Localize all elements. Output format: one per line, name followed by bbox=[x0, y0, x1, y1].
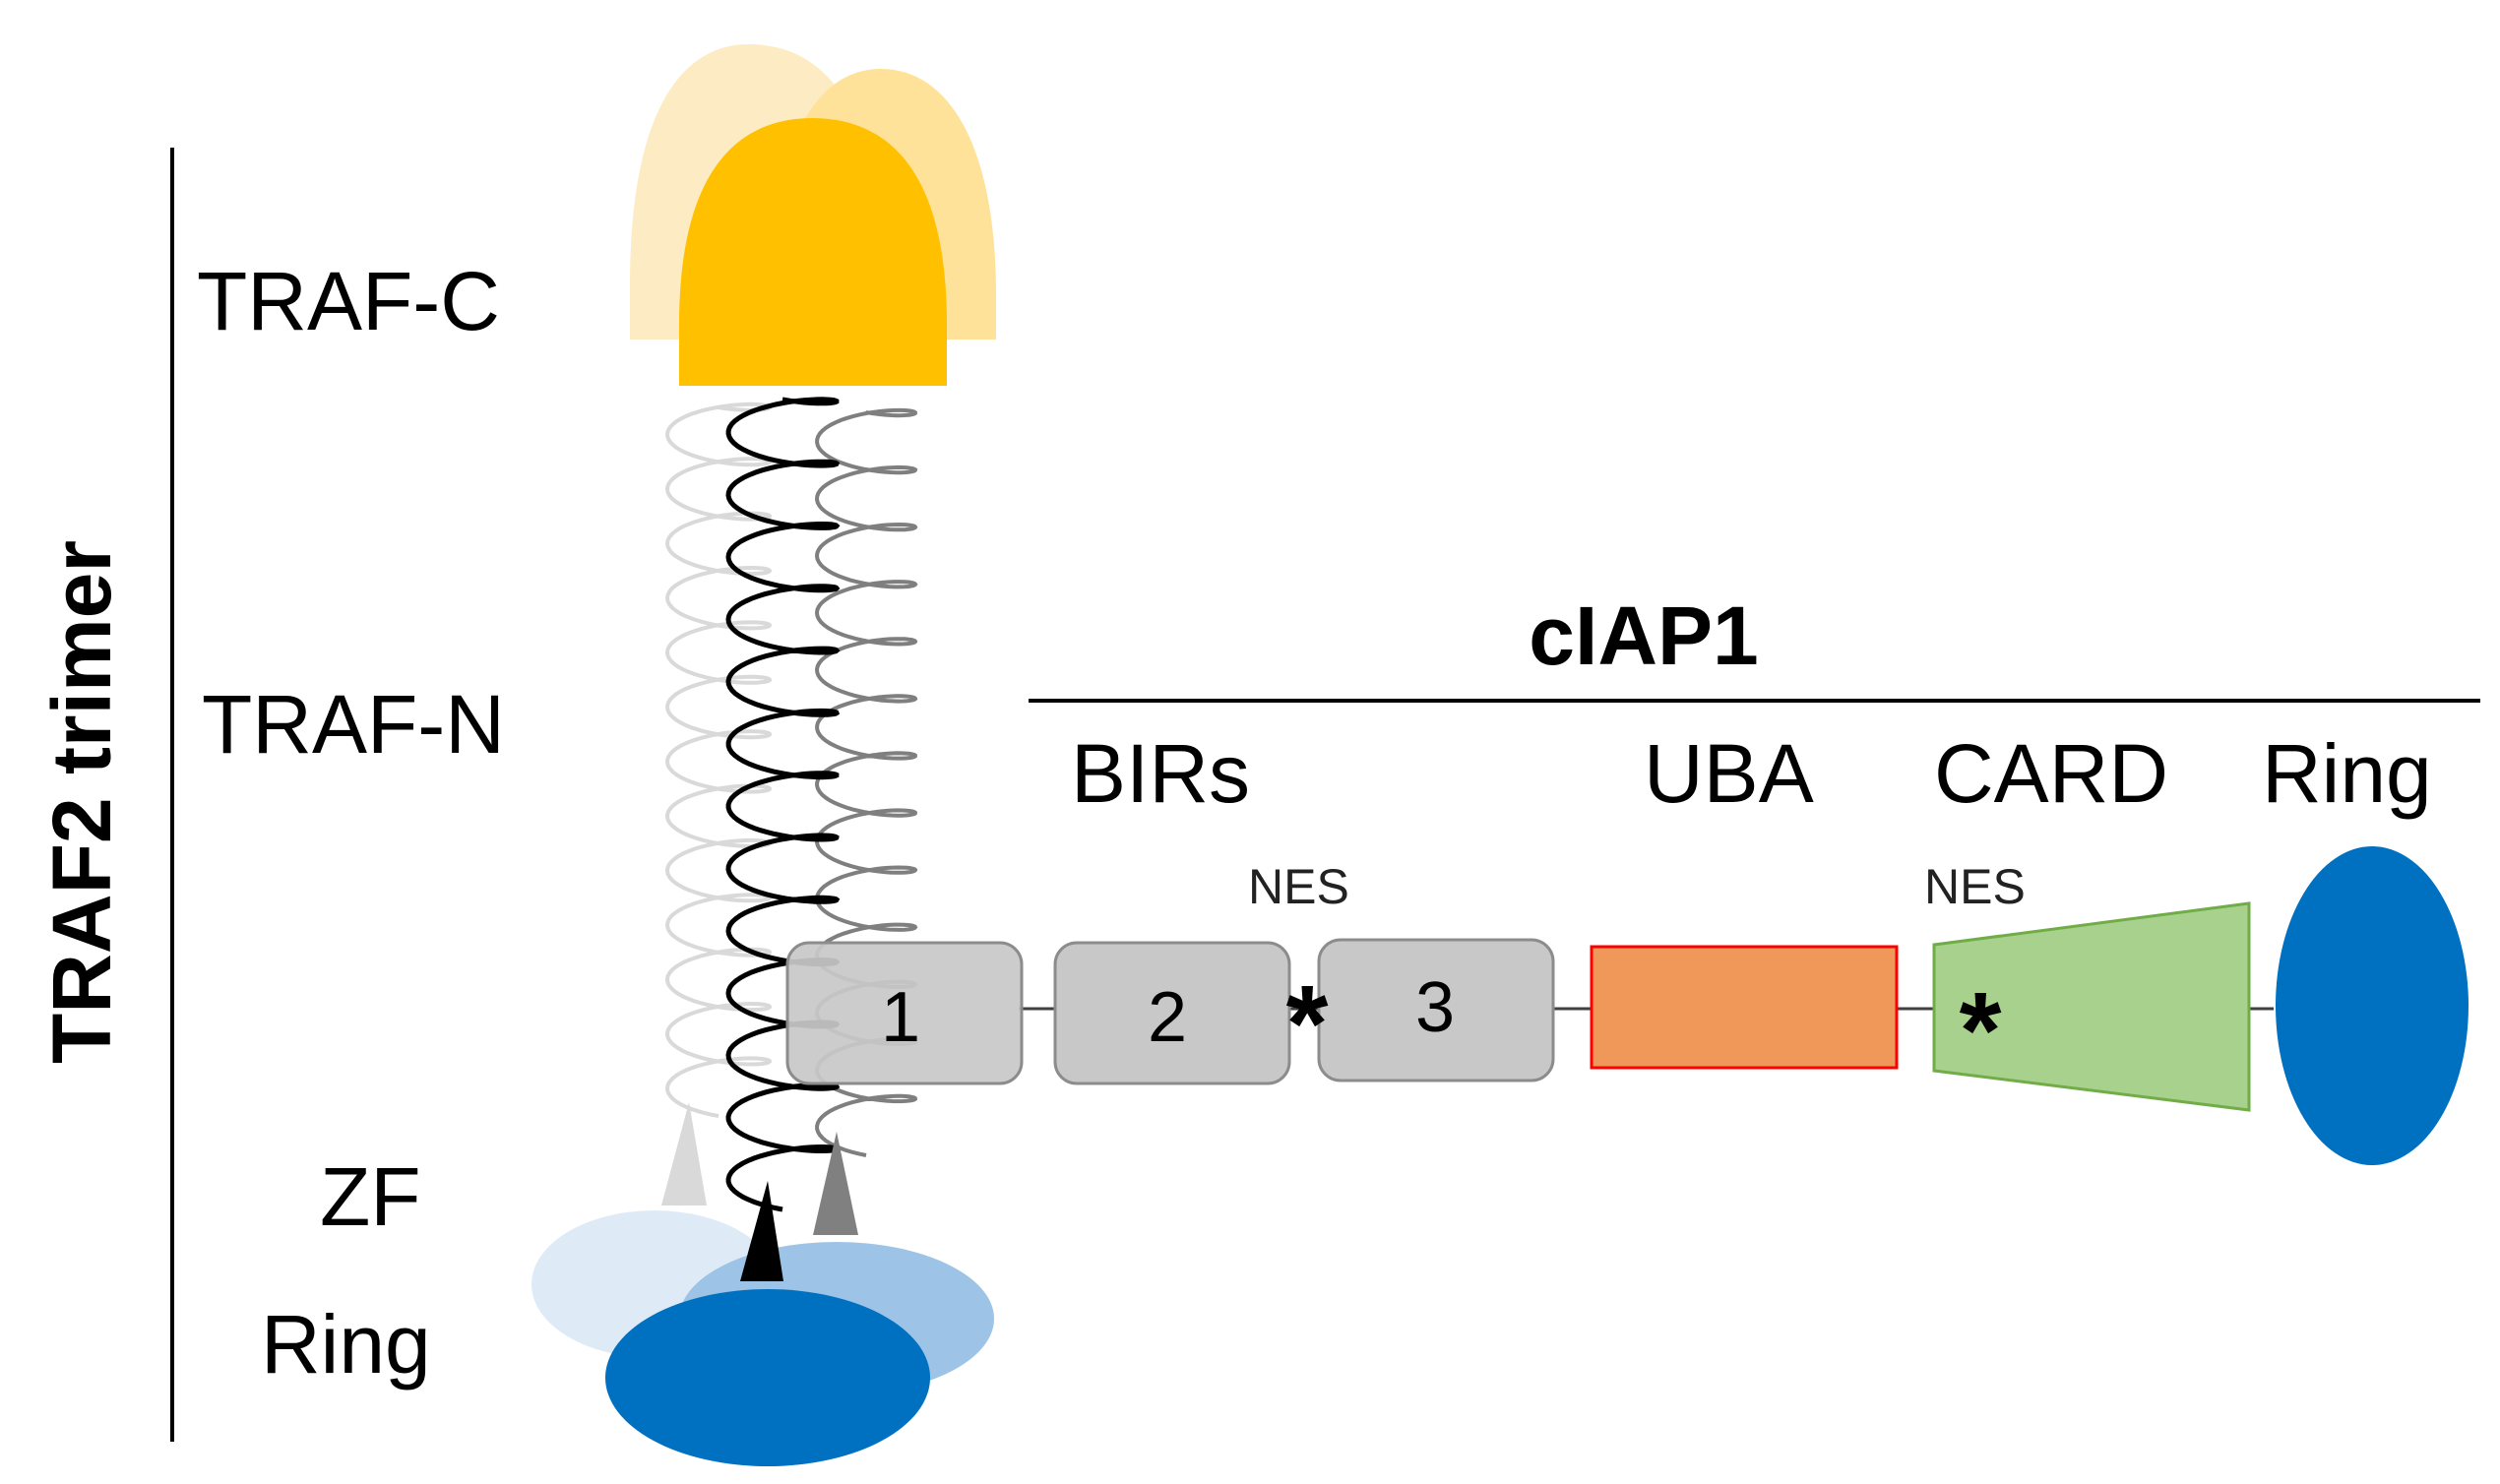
ciap1-title: cIAP1 bbox=[1529, 589, 1758, 682]
card-trapezoid bbox=[1932, 901, 2251, 1112]
bir1-number: 1 bbox=[881, 978, 920, 1057]
nes-marker-card: * bbox=[1960, 970, 2002, 1091]
bir2-box bbox=[1053, 941, 1291, 1085]
coil-strand-dark bbox=[725, 397, 841, 1212]
bir1-box bbox=[785, 941, 1024, 1085]
ciap1-ring-label: Ring bbox=[2262, 727, 2432, 820]
bir-domains: 1 2 3 bbox=[785, 938, 1555, 1085]
zf-label: ZF bbox=[320, 1150, 421, 1243]
nes-marker-bir: * bbox=[1286, 963, 1329, 1084]
traf-c-dome-front bbox=[679, 118, 947, 386]
coil-strand-light bbox=[664, 402, 773, 1118]
traf-c-label: TRAF-C bbox=[197, 255, 500, 347]
ciap1-ring-ellipse bbox=[2276, 846, 2469, 1165]
uba-box bbox=[1590, 945, 1899, 1070]
zf-triangle-dark bbox=[740, 1181, 783, 1281]
traf2-ring-label: Ring bbox=[261, 1298, 431, 1391]
card-label: CARD bbox=[1934, 727, 2168, 820]
nes-label-bir: NES bbox=[1248, 859, 1349, 914]
traf2-ring-ellipse-front bbox=[605, 1289, 930, 1466]
zf-triangle-mid bbox=[813, 1132, 858, 1235]
bir3-number: 3 bbox=[1415, 968, 1455, 1047]
uba-label: UBA bbox=[1644, 727, 1814, 820]
zf-triangle-light bbox=[661, 1102, 707, 1206]
birs-label: BIRs bbox=[1071, 727, 1250, 820]
nes-label-card: NES bbox=[1924, 859, 2026, 914]
bir3-box bbox=[1317, 938, 1555, 1082]
traf-n-coiled-coil bbox=[664, 397, 918, 1212]
traf-c-domain bbox=[630, 44, 996, 386]
traf-n-label: TRAF-N bbox=[202, 678, 505, 771]
bir2-number: 2 bbox=[1148, 978, 1187, 1057]
traf2-title: TRAF2 trimer bbox=[35, 540, 128, 1064]
